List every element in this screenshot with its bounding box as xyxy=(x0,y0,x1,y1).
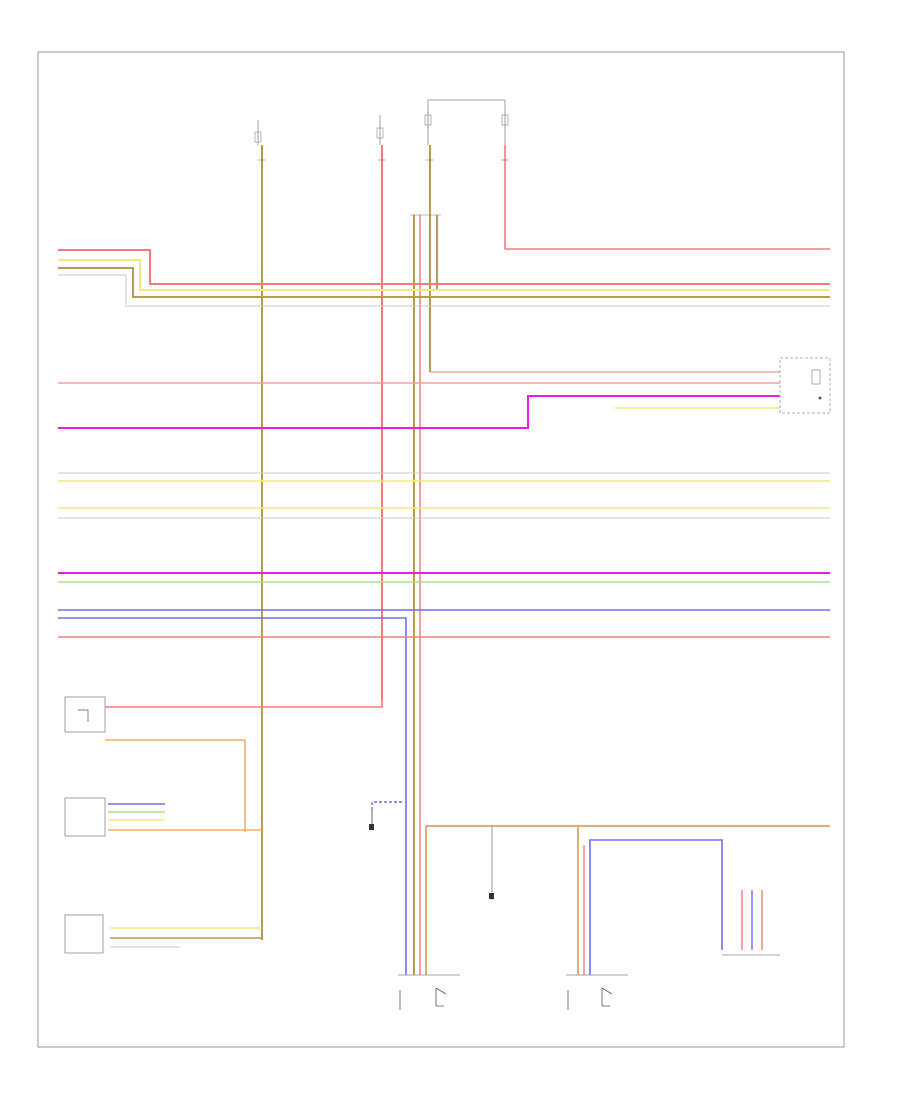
wire-gray-top xyxy=(58,274,830,307)
wire-red-top xyxy=(58,249,830,285)
wire-orange-module1 xyxy=(105,739,246,832)
module-left-3 xyxy=(64,914,104,954)
wire-blue-down xyxy=(58,617,407,975)
ground-1 xyxy=(369,810,374,830)
fuse-block-3 xyxy=(424,99,509,145)
connector-bottom-1 xyxy=(398,974,460,1010)
module-left-2 xyxy=(64,797,106,837)
wire-brown-top xyxy=(58,267,830,298)
component-frontkamera xyxy=(779,357,831,414)
connector-bottom-2 xyxy=(566,974,628,1010)
diagram-frame xyxy=(37,51,845,1048)
wire-yellow-top xyxy=(58,259,830,291)
module-left-1 xyxy=(64,696,106,733)
wire-blue-dashed xyxy=(371,801,402,810)
wire-magenta-mid xyxy=(58,395,780,429)
wire-orange-lower xyxy=(425,825,830,975)
fuse-block-2 xyxy=(376,115,384,145)
component-right-lower xyxy=(722,890,780,956)
wire-blue-lower xyxy=(589,839,723,975)
wire-red-module1 xyxy=(105,700,383,708)
wire-markers xyxy=(258,159,509,216)
fuse-block-1 xyxy=(254,120,262,145)
ground-2 xyxy=(489,893,494,899)
